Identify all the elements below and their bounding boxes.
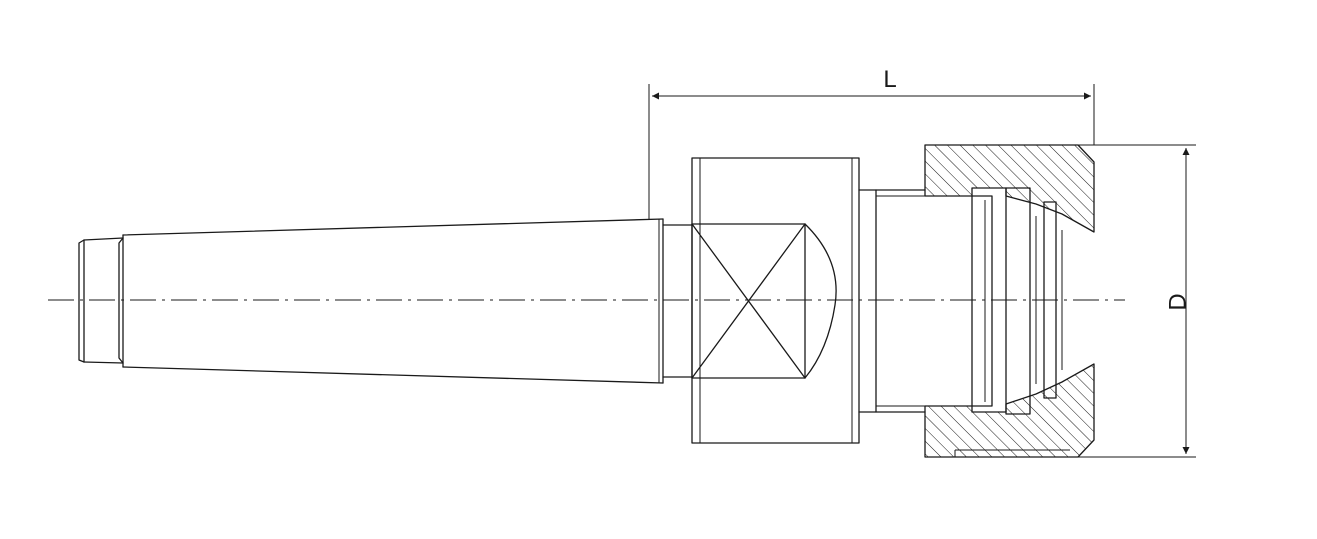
dimension-diameter: D [1078, 144, 1196, 458]
taper-shank [122, 218, 664, 384]
neck [662, 224, 693, 378]
dimension-length: L [648, 66, 1095, 220]
collet-body [858, 189, 926, 413]
collet-nut [924, 144, 1095, 458]
flange-body [691, 157, 860, 444]
dimension-label-d: D [1165, 293, 1192, 310]
shank-pilot [78, 237, 124, 364]
collet-grooves [971, 187, 1063, 415]
dimension-label-l: L [883, 66, 896, 93]
